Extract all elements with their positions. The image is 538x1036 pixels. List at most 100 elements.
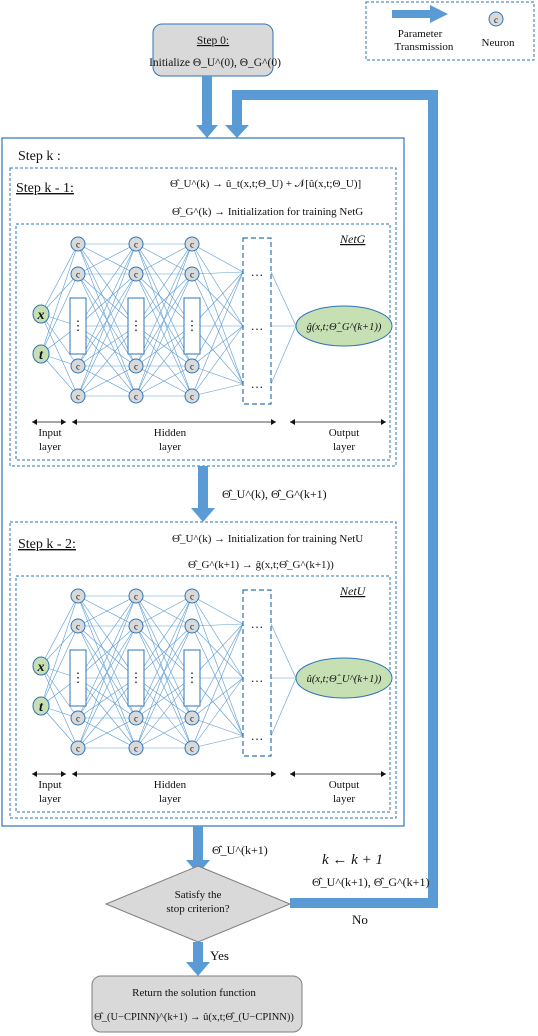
svg-text:⋮: ⋮	[186, 318, 199, 333]
step0-body: Initialize Θ_U^(0), Θ_G^(0)	[149, 57, 281, 69]
netg-frame	[15, 223, 391, 461]
svg-text:⋮: ⋮	[72, 318, 85, 333]
netu-neuron: c	[128, 710, 144, 726]
netu-output-layer-label: Output	[329, 779, 360, 791]
netg-ellipsis: …	[251, 264, 264, 279]
svg-text:t: t	[39, 348, 44, 363]
legend: Parameter Transmission c Neuron	[365, 1, 535, 61]
netg-neuron: c	[70, 266, 86, 282]
parameter-transmission-arrow-icon	[392, 5, 448, 23]
decision-line2: stop criterion?	[166, 903, 229, 915]
svg-text:c: c	[134, 240, 138, 250]
netg-neuron: c	[128, 358, 144, 374]
netg-neuron: c	[184, 236, 200, 252]
svg-text:t: t	[39, 700, 44, 715]
netu-output-layer-label: layer	[333, 793, 355, 805]
svg-text:x: x	[37, 308, 45, 323]
step-k1-line2: Θ̂_G^(k) → Initialization for training N…	[172, 206, 363, 218]
svg-text:c: c	[190, 744, 194, 754]
svg-text:c: c	[134, 592, 138, 602]
netu-frame	[15, 575, 391, 813]
svg-text:c: c	[190, 392, 194, 402]
after-k-params: Θ̂_U^(k+1)	[212, 843, 268, 857]
feedback-loop-arrow	[225, 90, 438, 908]
netu-hidden-layer-label: Hidden	[154, 779, 187, 791]
svg-text:c: c	[76, 270, 80, 280]
netg-layer-arrows	[32, 419, 386, 425]
step-k2-line2: Θ̂_G^(k+1) → ĝ(x,t;Θ̂_G^(k+1))	[188, 559, 334, 571]
netu-input-layer-label: Input	[38, 779, 61, 791]
arrow-k1-to-k2	[191, 466, 215, 522]
svg-text:û(x,t;Θ̂_U^(k+1)): û(x,t;Θ̂_U^(k+1))	[307, 674, 382, 685]
svg-text:ĝ(x,t;Θ̂_G^(k+1)): ĝ(x,t;Θ̂_G^(k+1))	[307, 322, 382, 333]
svg-text:c: c	[190, 240, 194, 250]
step0-title: Step 0:	[197, 35, 229, 47]
netg-neuron: c	[70, 388, 86, 404]
netu-neuron: c	[184, 710, 200, 726]
netg-input-t: t	[32, 344, 50, 364]
netu-neuron: c	[70, 618, 86, 634]
svg-text:c: c	[190, 592, 194, 602]
netu-neuron-group: ⋮	[183, 649, 201, 707]
arrow-step0-to-stepk	[196, 76, 218, 138]
netu-neuron-group: ⋮	[69, 649, 87, 707]
netu-neuron: c	[70, 740, 86, 756]
svg-text:c: c	[134, 270, 138, 280]
netg-neuron: c	[128, 266, 144, 282]
netg-output-node: ĝ(x,t;Θ̂_G^(k+1))	[295, 305, 393, 347]
decision-diamond: Satisfy the stop criterion?	[104, 865, 292, 943]
svg-text:c: c	[190, 622, 194, 632]
netg-ellipsis: …	[251, 376, 264, 391]
netu-neuron: c	[184, 740, 200, 756]
netu-network: ………cccc⋮cccc⋮cccc⋮xtû(x,t;Θ̂_U^(k+1))Inp…	[32, 588, 393, 805]
netg-neuron: c	[70, 236, 86, 252]
netu-neuron: c	[128, 618, 144, 634]
svg-text:c: c	[190, 714, 194, 724]
between-params: Θ̂_U^(k), Θ̂_G^(k+1)	[222, 487, 327, 501]
legend-neuron-label: Neuron	[482, 37, 515, 49]
final-line2: Θ̂_(U−CPINN)^(k+1) → û(x,t;Θ̂_(U−CPINN))	[94, 1012, 294, 1023]
step-k2-box: Step k - 2: Θ̂_U^(k) → Initialization fo…	[9, 521, 397, 819]
netg-neuron: c	[184, 266, 200, 282]
netg-input-x: x	[32, 304, 50, 324]
svg-text:c: c	[494, 15, 498, 25]
netu-name: NetU	[339, 584, 367, 598]
no-label: No	[352, 912, 368, 927]
no-branch-params: Θ̂_U^(k+1), Θ̂_G^(k+1)	[312, 875, 429, 889]
step-k1-title: Step k - 1:	[16, 181, 74, 196]
step-k1-line1: Θ̂_U^(k) → û_t(x,t;Θ_U) + 𝒩[û(x,t;Θ_U)]	[170, 178, 361, 190]
step0-box: Step 0: Initialize Θ_U^(0), Θ_G^(0)	[149, 23, 281, 77]
svg-text:⋮: ⋮	[72, 670, 85, 685]
netu-neuron: c	[184, 588, 200, 604]
svg-text:⋮: ⋮	[130, 318, 143, 333]
netg-output-column	[242, 237, 272, 405]
netu-output-column	[242, 589, 272, 757]
netu-ellipsis: …	[251, 728, 264, 743]
yes-label: Yes	[210, 948, 229, 963]
svg-text:c: c	[76, 240, 80, 250]
netu-input-t: t	[32, 696, 50, 716]
netu-neuron: c	[70, 588, 86, 604]
svg-text:c: c	[76, 714, 80, 724]
svg-text:⋮: ⋮	[130, 670, 143, 685]
svg-text:c: c	[190, 270, 194, 280]
svg-text:c: c	[134, 622, 138, 632]
netg-neuron: c	[184, 388, 200, 404]
legend-arrow-label-2: Transmission	[395, 41, 454, 53]
step-k2-line1: Θ̂_U^(k) → Initialization for training N…	[172, 533, 363, 545]
svg-text:c: c	[76, 622, 80, 632]
svg-text:x: x	[37, 660, 45, 675]
netg-name: NetG	[339, 232, 366, 246]
netg-network: ………cccc⋮cccc⋮cccc⋮xtĝ(x,t;Θ̂_G^(k+1))Inp…	[32, 236, 393, 453]
svg-text:c: c	[76, 362, 80, 372]
netu-neuron: c	[184, 618, 200, 634]
final-line1: Return the solution function	[132, 987, 256, 999]
decision-line1: Satisfy the	[175, 889, 222, 901]
svg-text:c: c	[190, 362, 194, 372]
netu-input-layer-label: layer	[39, 793, 61, 805]
netu-ellipsis: …	[251, 670, 264, 685]
svg-text:c: c	[134, 714, 138, 724]
netg-output-layer-label: Output	[329, 427, 360, 439]
no-branch-update: k ← k + 1	[322, 852, 383, 868]
svg-text:c: c	[134, 392, 138, 402]
